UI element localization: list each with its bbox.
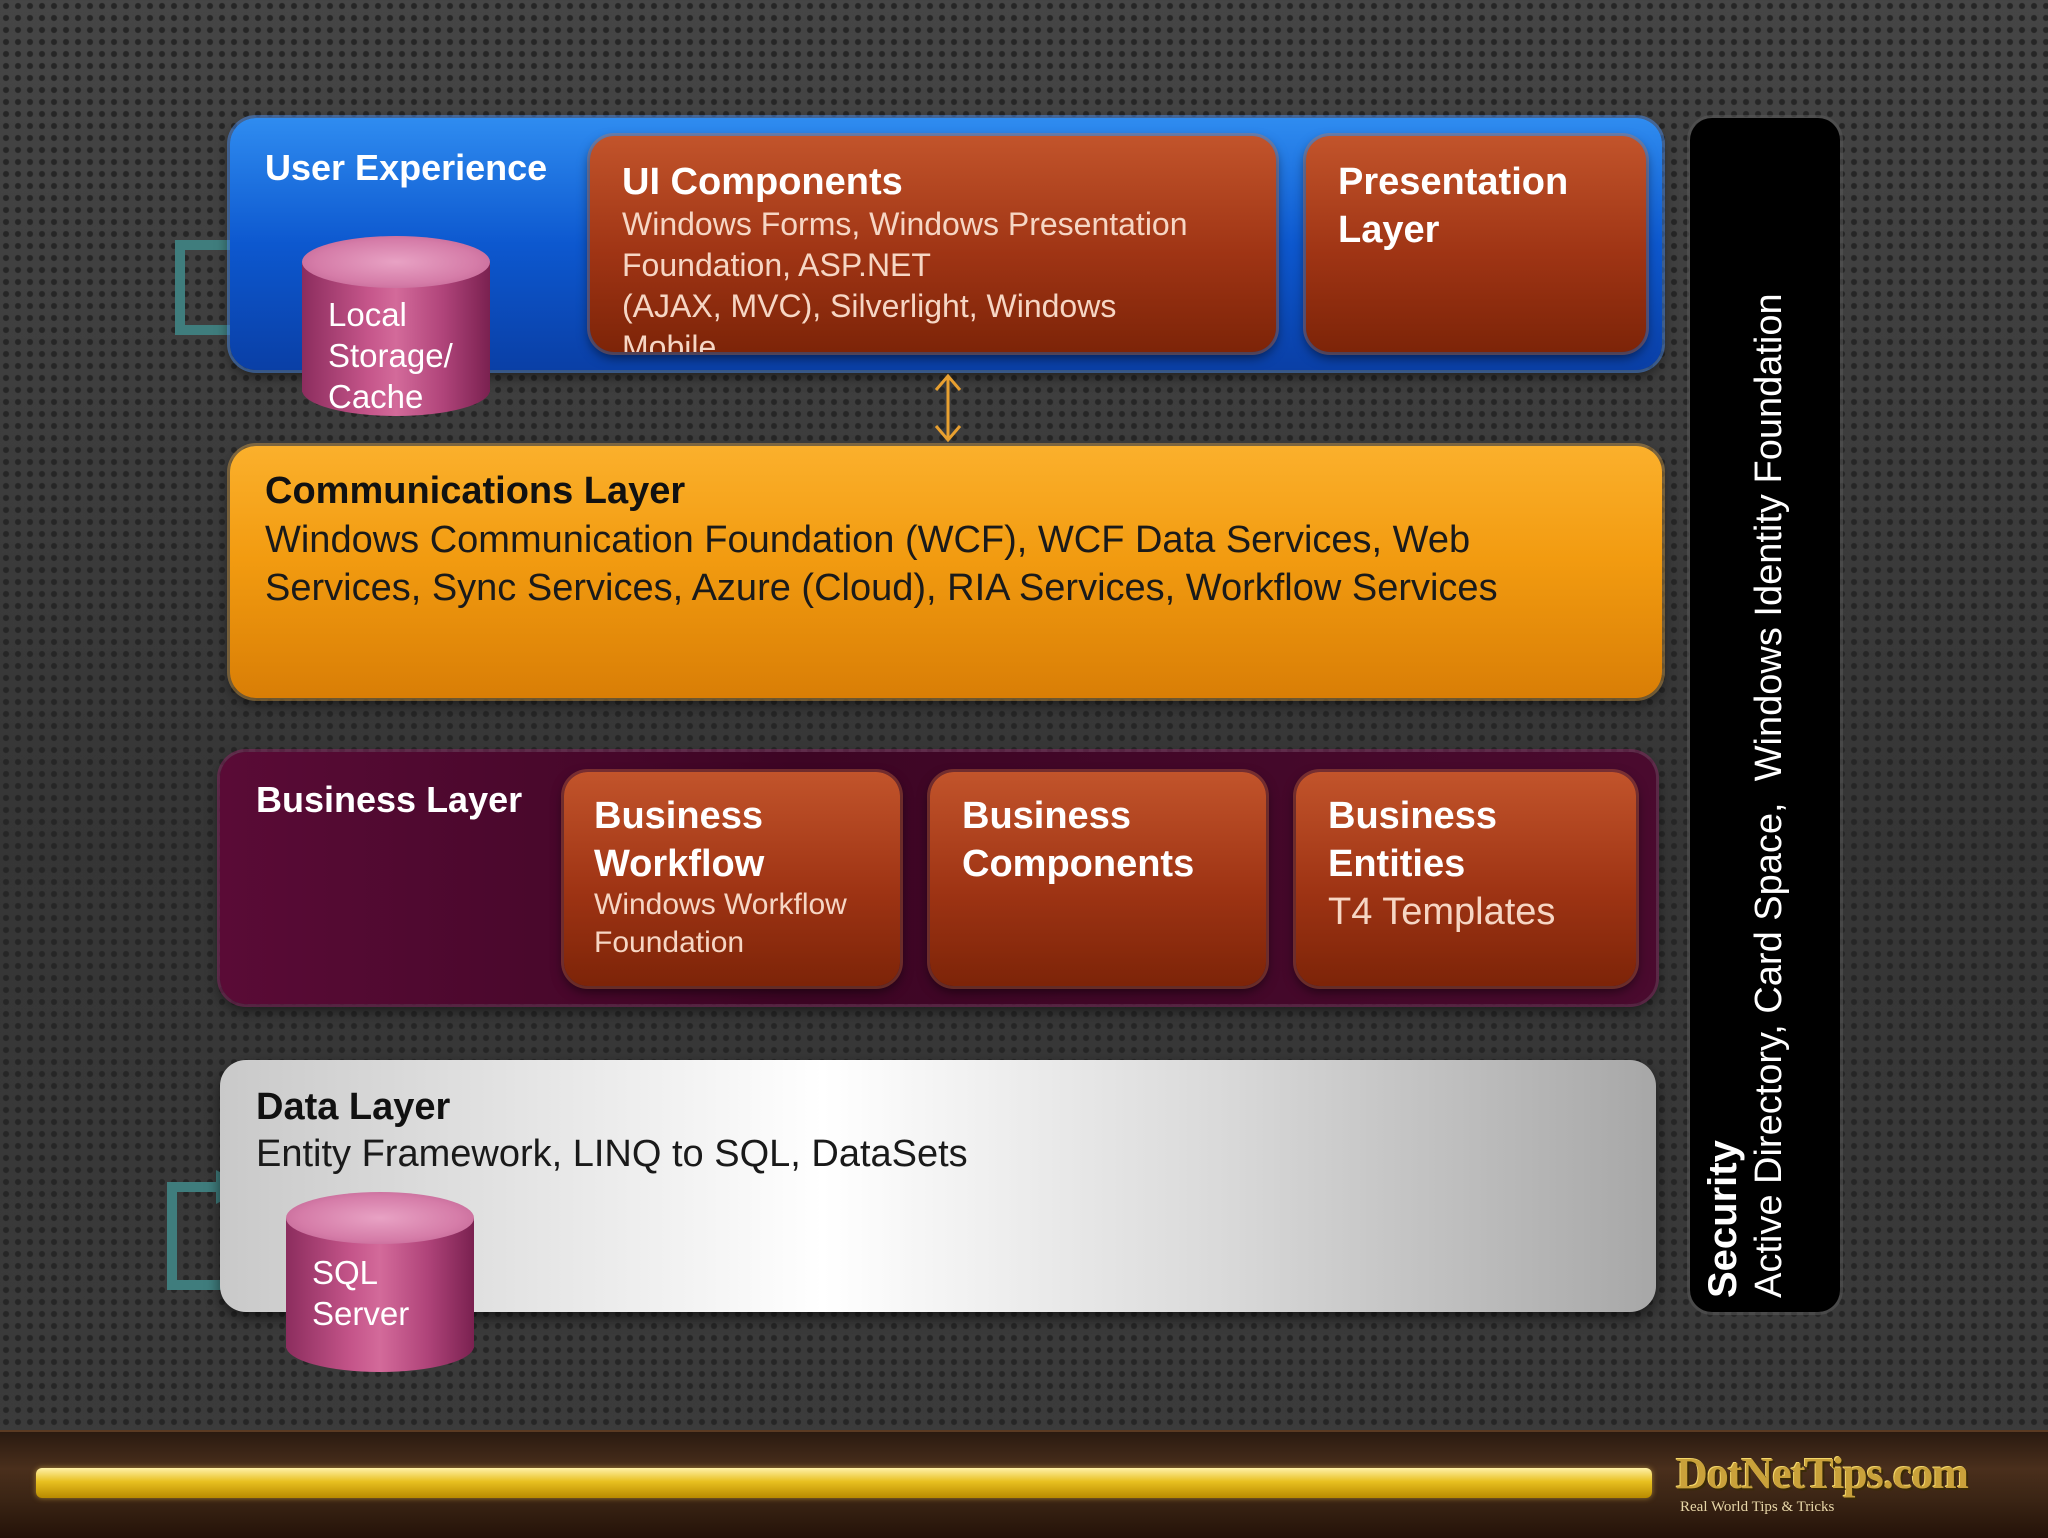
security-text-block: Security Active Directory, Card Space, W…	[1700, 128, 1792, 1298]
dotnettips-logo: DotNetTips.com Real World Tips & Tricks	[1672, 1448, 2036, 1528]
footer-gold-bar	[36, 1468, 1652, 1498]
business-components-box: Business Components	[930, 772, 1266, 986]
security-text: Active Directory, Card Space, Windows Id…	[1748, 293, 1790, 1298]
business-components-title: Business Components	[962, 795, 1195, 885]
local-storage-cache-cylinder: Local Storage/ Cache	[302, 236, 490, 416]
presentation-layer-title: Presentation Layer	[1338, 161, 1569, 251]
user-experience-title: User Experience	[265, 147, 548, 188]
communications-layer	[230, 446, 1662, 698]
sql-server-label: SQL Server	[312, 1254, 410, 1332]
logo-main-text: DotNetTips.com	[1676, 1449, 1969, 1498]
business-workflow-box: Business Workflow Windows Workflow Found…	[564, 772, 900, 986]
data-layer-title: Data Layer	[256, 1086, 451, 1128]
ui-components-title: UI Components	[622, 161, 903, 203]
business-workflow-title: Business Workflow	[594, 795, 765, 885]
ui-components-text: Windows Forms, Windows Presentation Foun…	[622, 206, 1188, 352]
business-layer-title: Business Layer	[256, 779, 523, 820]
business-workflow-text: Windows Workflow Foundation	[594, 888, 847, 959]
logo-tagline: Real World Tips & Tricks	[1680, 1499, 1835, 1515]
presentation-layer-box: Presentation Layer	[1306, 136, 1646, 352]
business-entities-title: Business Entities	[1328, 795, 1497, 885]
communications-layer-title: Communications Layer	[265, 470, 686, 512]
business-entities-box: Business Entities T4 Templates	[1296, 772, 1636, 986]
security-title: Security	[1701, 1140, 1745, 1298]
communications-layer-text: Windows Communication Foundation (WCF), …	[265, 519, 1498, 609]
business-entities-text: T4 Templates	[1328, 891, 1556, 933]
security-bar	[1690, 118, 1840, 1312]
sql-server-cylinder: SQL Server	[286, 1192, 474, 1372]
ux-communications-connector-arrow	[934, 373, 962, 443]
local-storage-cache-label: Local Storage/ Cache	[328, 296, 453, 415]
ui-components-box: UI Components Windows Forms, Windows Pre…	[590, 136, 1276, 352]
data-layer-text: Entity Framework, LINQ to SQL, DataSets	[256, 1133, 968, 1175]
